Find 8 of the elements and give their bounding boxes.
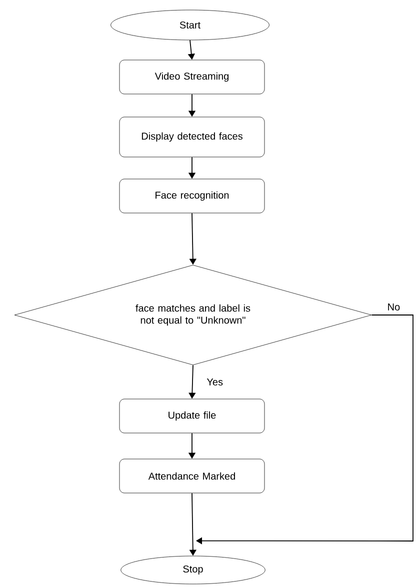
process-box: Video Streaming	[119, 60, 265, 94]
process-box: Attendance Marked	[119, 458, 265, 494]
process-box: Update file	[119, 398, 265, 434]
process-box: Display detected faces	[119, 116, 265, 158]
arrow	[196, 314, 414, 544]
edge-label: Yes	[206, 378, 223, 386]
process-box: Face recognition	[119, 178, 265, 214]
edge-label: No	[388, 304, 400, 310]
